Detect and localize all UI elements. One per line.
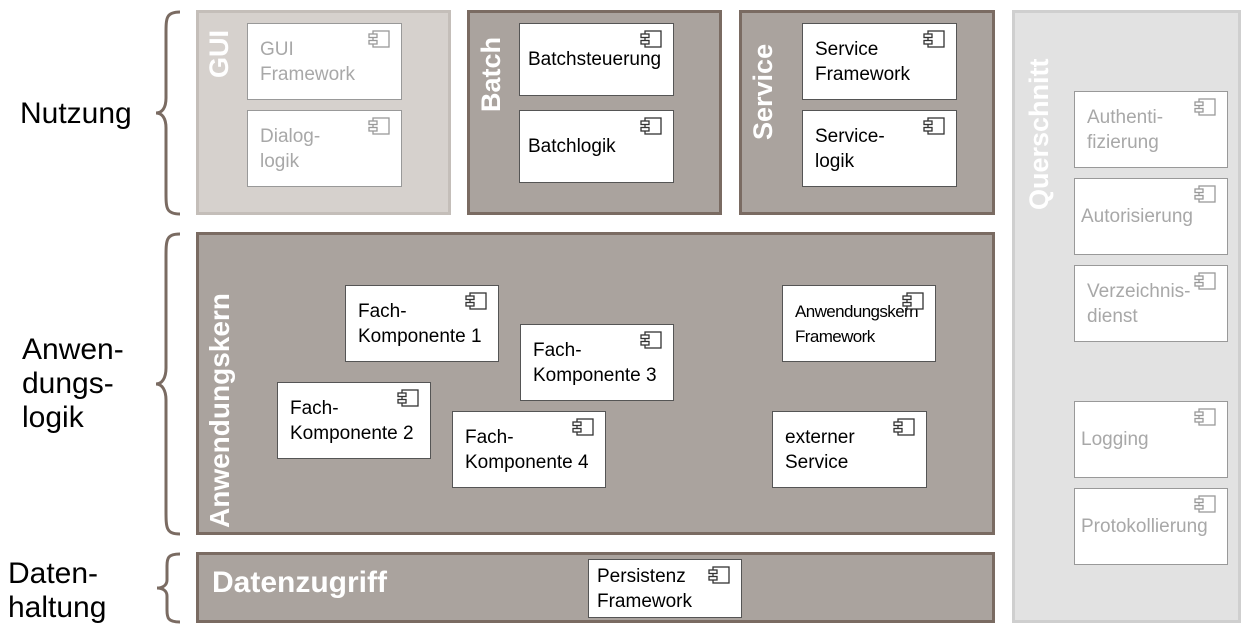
uml-component-icon	[640, 30, 662, 48]
component-anwendungskern-framework[interactable]: Anwendungskern Framework	[782, 285, 936, 362]
uml-component-icon	[465, 292, 487, 310]
component-label: Service Framework	[815, 38, 911, 85]
component-label: Fach- Komponente 4	[465, 426, 589, 473]
title-querschnitt: Querschnitt	[1024, 58, 1054, 210]
component-service-framework[interactable]: Service Framework	[802, 23, 957, 100]
component-label: Service- logik	[815, 125, 885, 172]
component-dialoglogik[interactable]: Dialog- logik	[247, 110, 402, 187]
uml-component-icon	[1194, 98, 1216, 116]
component-protokollierung[interactable]: Protokollierung	[1074, 488, 1228, 565]
uml-component-icon	[1194, 408, 1216, 426]
component-authentifizierung[interactable]: Authenti- fizierung	[1074, 91, 1228, 168]
component-label: GUI Framework	[260, 38, 356, 85]
component-label: Authenti- fizierung	[1087, 106, 1164, 153]
component-fachkomponente-1[interactable]: Fach- Komponente 1	[345, 285, 499, 362]
label-anwendungslogik: Anwen- dungs- logik	[22, 333, 124, 434]
component-label: Verzeichnis- dienst	[1087, 280, 1191, 327]
uml-component-icon	[640, 117, 662, 135]
title-batch: Batch	[476, 36, 506, 112]
uml-component-icon	[572, 418, 594, 436]
component-verzeichnisdienst[interactable]: Verzeichnis- dienst	[1074, 265, 1228, 342]
component-fachkomponente-2[interactable]: Fach- Komponente 2	[277, 382, 431, 459]
brace-anwendungslogik	[155, 232, 181, 536]
component-label: Fach- Komponente 3	[533, 339, 657, 386]
component-label: Logging	[1081, 429, 1149, 450]
title-datenzugriff: Datenzugriff	[212, 566, 387, 599]
component-fachkomponente-4[interactable]: Fach- Komponente 4	[452, 411, 606, 488]
title-gui: GUI	[204, 29, 234, 78]
component-persistenz-framework[interactable]: Persistenz Framework	[588, 559, 742, 618]
uml-component-icon	[640, 331, 662, 349]
uml-component-icon	[368, 30, 390, 48]
component-fachkomponente-3[interactable]: Fach- Komponente 3	[520, 324, 674, 401]
uml-component-icon	[1194, 185, 1216, 203]
component-gui-framework[interactable]: GUI Framework	[247, 23, 402, 100]
uml-component-icon	[368, 117, 390, 135]
uml-component-icon	[1194, 272, 1216, 290]
component-batchsteuerung[interactable]: Batchsteuerung	[519, 23, 674, 96]
component-label: Protokollierung	[1081, 516, 1208, 537]
component-label: Persistenz Framework	[597, 565, 693, 612]
component-label: Batchsteuerung	[528, 49, 662, 70]
component-label: Dialog- logik	[260, 125, 321, 172]
component-batchlogik[interactable]: Batchlogik	[519, 110, 674, 183]
component-label: Fach- Komponente 2	[290, 397, 414, 444]
component-label: Batchlogik	[528, 136, 616, 157]
component-logging[interactable]: Logging	[1074, 401, 1228, 478]
component-label: Fach- Komponente 1	[358, 300, 482, 347]
label-nutzung: Nutzung	[20, 97, 132, 130]
uml-component-icon	[923, 30, 945, 48]
title-anwendungskern: Anwendungskern	[204, 293, 235, 528]
uml-component-icon	[397, 389, 419, 407]
label-datenhaltung: Daten- haltung	[8, 557, 107, 624]
uml-component-icon	[708, 566, 730, 584]
brace-datenhaltung	[156, 552, 181, 624]
uml-component-icon	[893, 418, 915, 436]
component-label: Autorisierung	[1081, 206, 1193, 227]
uml-component-icon	[902, 292, 924, 310]
component-externer-service[interactable]: externer Service	[772, 411, 927, 488]
component-servicelogik[interactable]: Service- logik	[802, 110, 957, 187]
component-label: externer Service	[785, 426, 855, 473]
component-label: Anwendungskern Framework	[795, 301, 919, 346]
component-autorisierung[interactable]: Autorisierung	[1074, 178, 1228, 255]
uml-component-icon	[1194, 495, 1216, 513]
uml-component-icon	[923, 117, 945, 135]
title-service: Service	[748, 43, 778, 140]
brace-nutzung	[155, 10, 181, 216]
